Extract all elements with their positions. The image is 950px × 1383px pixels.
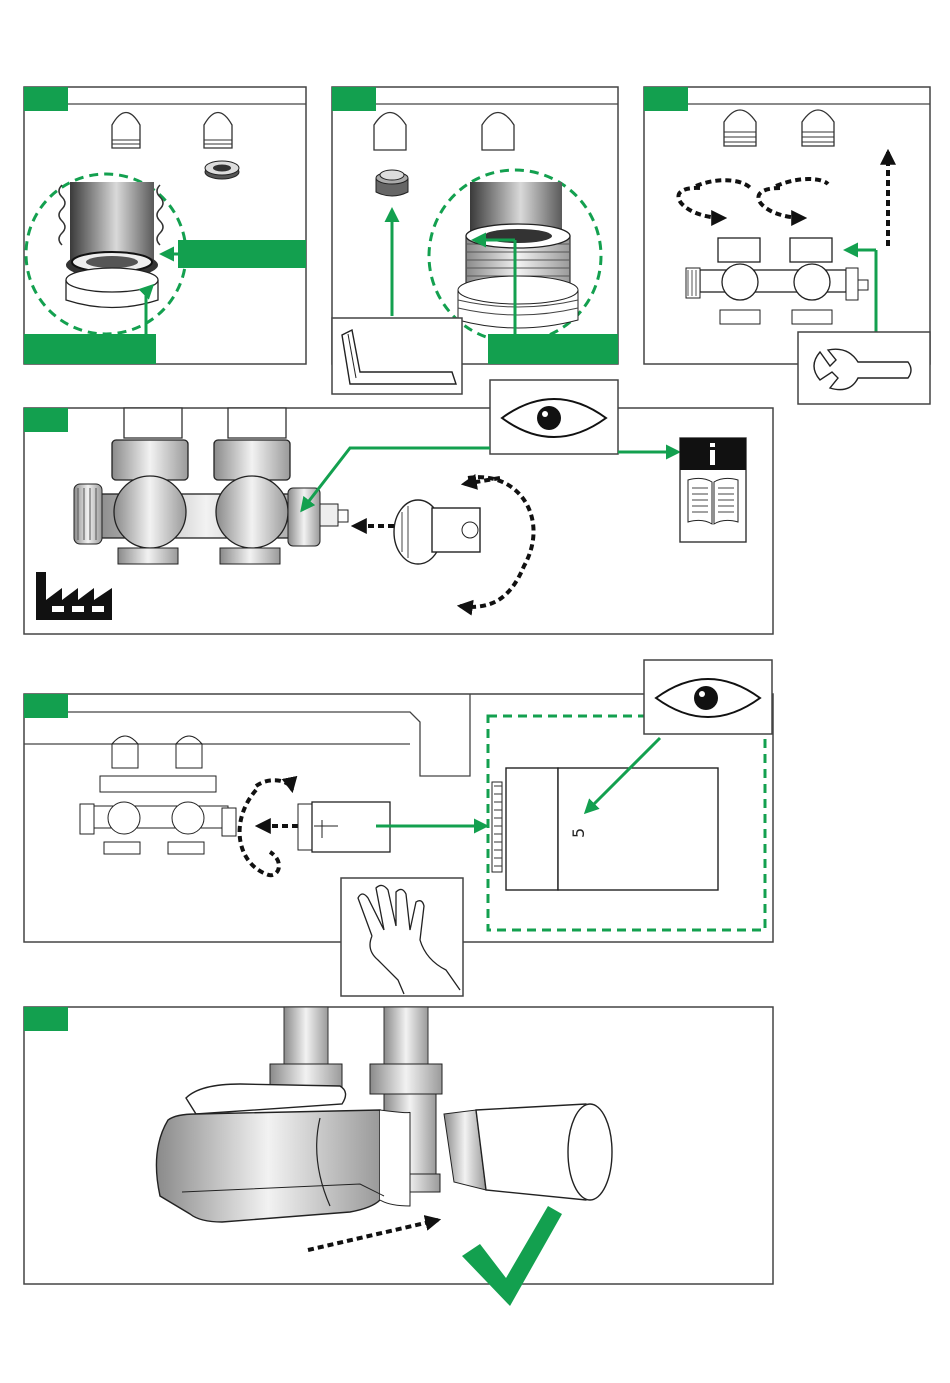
hex-key-icon bbox=[332, 318, 462, 394]
hand-icon bbox=[341, 878, 463, 996]
eye-icon-1 bbox=[490, 380, 618, 454]
panel-3 bbox=[644, 87, 930, 404]
panel-4 bbox=[24, 380, 773, 634]
callout-bar-1 bbox=[178, 240, 306, 268]
panel-1 bbox=[24, 87, 306, 364]
panel-2 bbox=[332, 87, 618, 394]
callout-bar-2 bbox=[24, 334, 156, 364]
thermostat-head-3d-icon bbox=[444, 1104, 612, 1200]
wrench-icon bbox=[798, 332, 930, 404]
scale-value-label: 5 bbox=[569, 828, 588, 838]
panel-2-number-tab bbox=[332, 87, 376, 111]
manual-info-icon bbox=[680, 438, 746, 542]
callout-bar-3 bbox=[488, 334, 618, 364]
panel-4-number-tab bbox=[24, 408, 68, 432]
adapter-icon bbox=[376, 170, 408, 196]
panel-5: 5 bbox=[24, 660, 773, 996]
seal-ring-icon bbox=[205, 161, 239, 179]
panel-3-number-tab bbox=[644, 87, 688, 111]
panel-1-number-tab bbox=[24, 87, 68, 111]
eye-icon-2 bbox=[644, 660, 772, 734]
panel-6-number-tab bbox=[24, 1007, 68, 1031]
panel-5-number-tab bbox=[24, 694, 68, 718]
panel-6 bbox=[24, 1007, 773, 1306]
thermostat-head-large-icon: 5 bbox=[492, 768, 718, 890]
